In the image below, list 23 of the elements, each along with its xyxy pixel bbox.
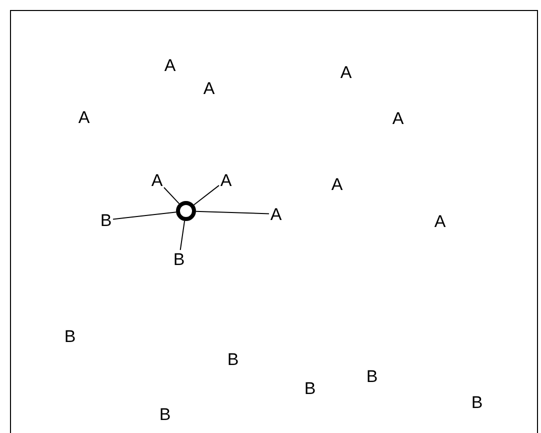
class-label: A: [163, 56, 177, 74]
class-label: B: [226, 350, 240, 368]
class-label: A: [391, 109, 405, 127]
class-label: A: [219, 171, 233, 189]
class-label: A: [339, 63, 353, 81]
class-label: B: [303, 379, 317, 397]
class-label: A: [202, 79, 216, 97]
connector-line: [112, 212, 177, 220]
class-label: B: [63, 327, 77, 345]
class-label: B: [365, 367, 379, 385]
class-label: B: [99, 211, 113, 229]
connector-line: [196, 210, 270, 214]
class-label: B: [172, 250, 186, 268]
class-label: B: [470, 393, 484, 411]
connector-line: [180, 220, 186, 250]
class-label: B: [158, 405, 172, 423]
class-label: A: [150, 171, 164, 189]
class-label: A: [269, 205, 283, 223]
class-label: A: [77, 108, 91, 126]
class-label: A: [433, 212, 447, 230]
class-label: A: [330, 175, 344, 193]
connector-line: [193, 184, 220, 206]
connector-line: [164, 186, 180, 204]
